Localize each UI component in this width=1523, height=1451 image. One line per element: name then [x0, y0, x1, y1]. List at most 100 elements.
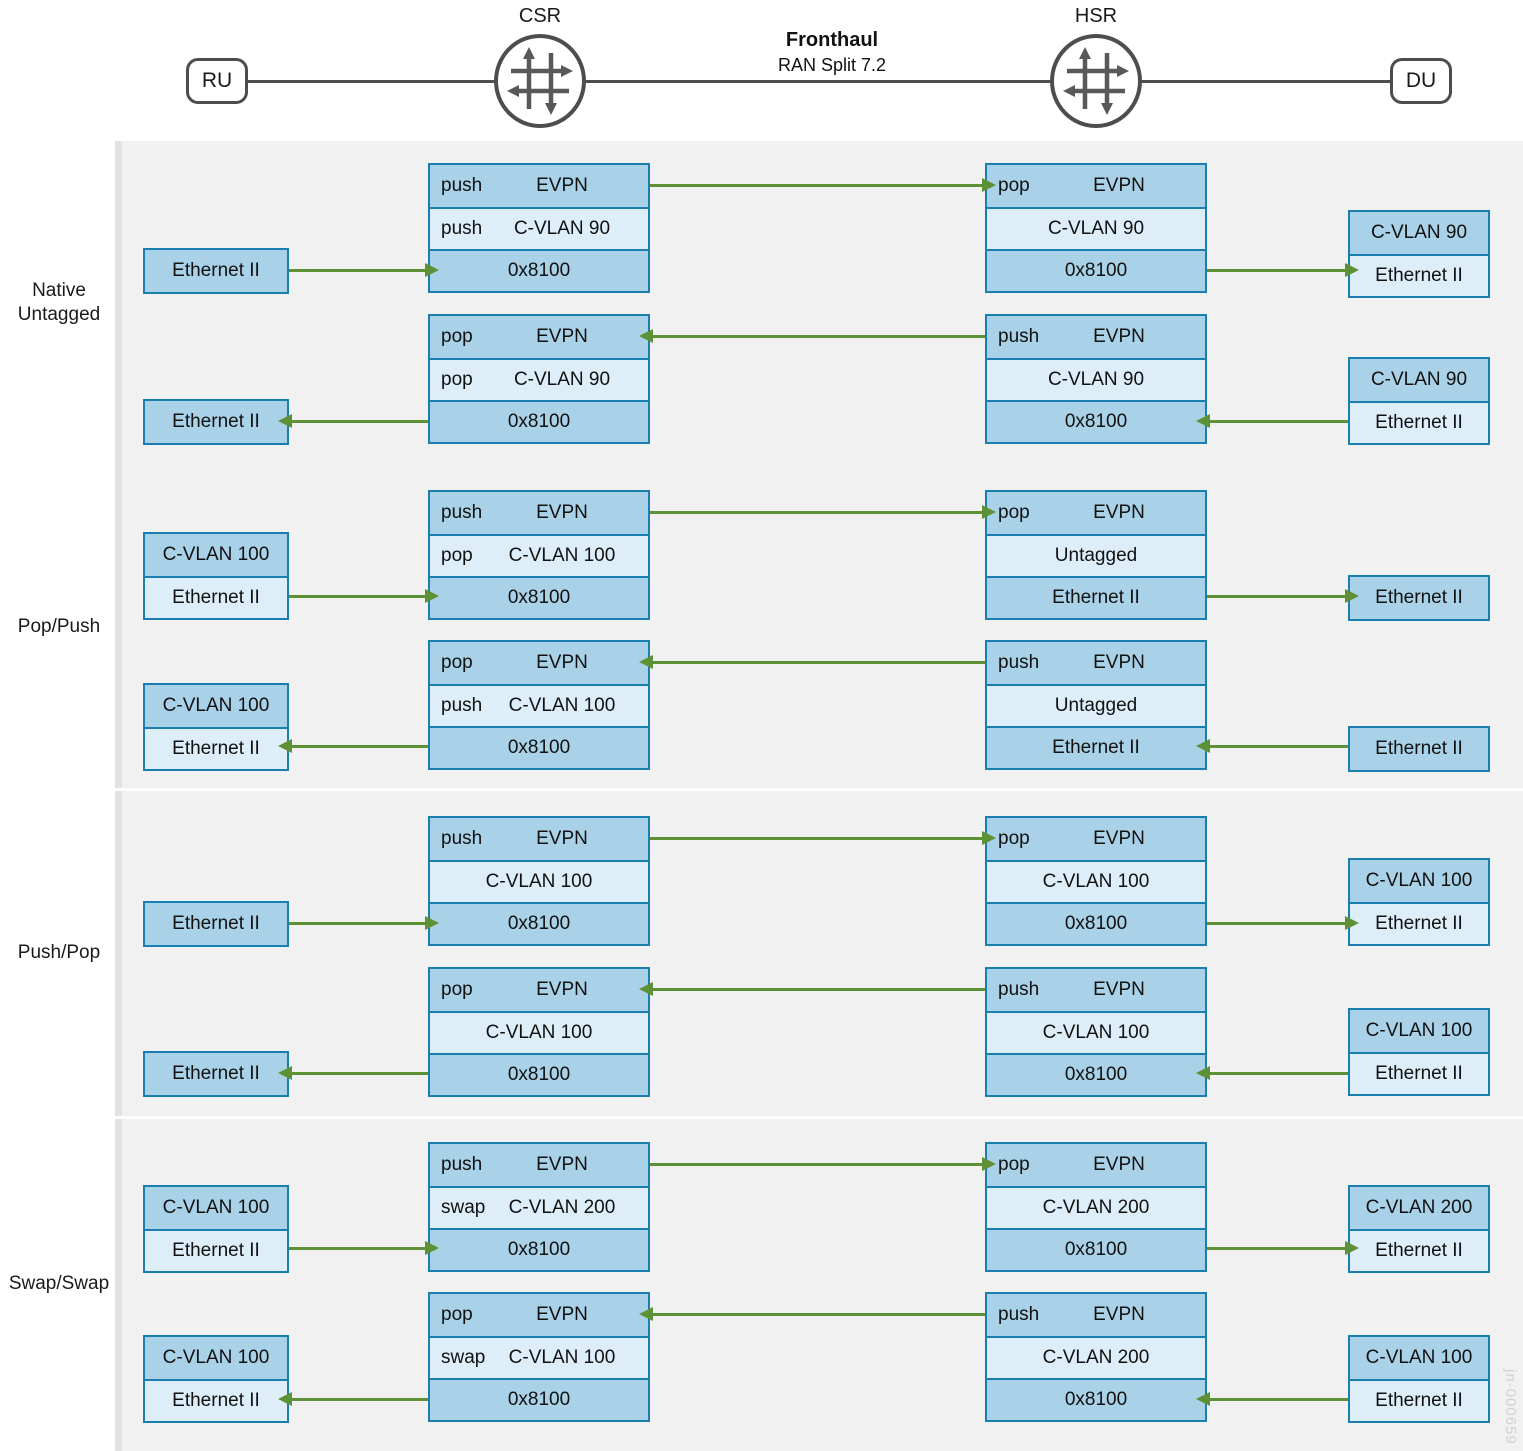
- section-label-line: Push/Pop: [17, 941, 101, 963]
- packet-value-label: Ethernet II: [1375, 265, 1463, 286]
- packet-value-label: Ethernet II: [172, 738, 260, 759]
- packet-row: Ethernet II: [145, 576, 287, 618]
- packet-row: C-VLAN 100: [145, 1337, 287, 1379]
- packet-row: 0x8100: [430, 1378, 648, 1420]
- flow-arrow-csr-to-hsr: [650, 505, 996, 519]
- packet-row: C-VLAN 100: [1350, 860, 1488, 902]
- packet-box-du-0-0: C-VLAN 90 Ethernet II: [1348, 210, 1490, 298]
- packet-row: Ethernet II: [145, 401, 287, 443]
- packet-value-label: Ethernet II: [1375, 913, 1463, 934]
- packet-row: 0x8100: [987, 1053, 1205, 1095]
- fronthaul-caption: Fronthaul RAN Split 7.2: [672, 28, 992, 77]
- packet-row: 0x8100: [987, 249, 1205, 291]
- node-du[interactable]: DU: [1390, 58, 1452, 104]
- packet-value-label: C-VLAN 90: [1047, 218, 1145, 239]
- packet-value-label: Ethernet II: [172, 1063, 260, 1084]
- packet-value-label: C-VLAN 100: [1042, 871, 1150, 892]
- flow-arrow-hsr-to-du: [1207, 916, 1359, 930]
- packet-value-label: EVPN: [1093, 1304, 1145, 1325]
- packet-value-label: Ethernet II: [172, 587, 260, 608]
- packet-row: Ethernet II: [145, 250, 287, 292]
- packet-value-label: Ethernet II: [1375, 738, 1463, 759]
- packet-row: C-VLAN 100: [430, 1011, 648, 1053]
- packet-value-label: Untagged: [1054, 545, 1138, 566]
- packet-value-label: EVPN: [1093, 326, 1145, 347]
- packet-value-label: Untagged: [1054, 695, 1138, 716]
- packet-value-label: 0x8100: [507, 1064, 571, 1085]
- section-label-line: Pop/Push: [17, 616, 101, 637]
- packet-value-label: EVPN: [536, 979, 588, 1000]
- packet-row: Ethernet II: [145, 903, 287, 945]
- packet-value-label: 0x8100: [1064, 1239, 1128, 1260]
- packet-value-label: EVPN: [536, 502, 588, 523]
- link-csr-hsr: [586, 80, 1056, 83]
- packet-op-label: pop: [998, 175, 1030, 196]
- flow-arrow-csr-to-ru: [278, 739, 428, 753]
- packet-value-label: C-VLAN 100: [1365, 1020, 1473, 1041]
- flow-arrow-du-to-hsr: [1196, 1392, 1348, 1406]
- packet-value-label: Ethernet II: [1375, 1390, 1463, 1411]
- packet-op-label: pop: [441, 1304, 473, 1325]
- packet-op-label: pop: [441, 326, 473, 347]
- packet-row: C-VLAN 200: [1350, 1187, 1488, 1229]
- packet-row: C-VLAN 100: [1350, 1337, 1488, 1379]
- section-panel: [115, 141, 1523, 468]
- packet-value-label: C-VLAN 90: [513, 369, 611, 390]
- packet-value-label: Ethernet II: [172, 1240, 260, 1261]
- flow-arrow-ru-to-csr: [289, 263, 439, 277]
- packet-value-label: Ethernet II: [1375, 1240, 1463, 1261]
- section-label: Pop/Push: [0, 615, 118, 640]
- packet-row: C-VLAN 90: [987, 358, 1205, 400]
- packet-row: C-VLAN 200: [987, 1336, 1205, 1378]
- topology-strip: RU CSR HSR: [0, 0, 1523, 140]
- packet-row: Untagged: [987, 684, 1205, 726]
- packet-op-label: push: [441, 695, 483, 716]
- packet-op-label: pop: [998, 1154, 1030, 1175]
- packet-row: pop EVPN: [430, 1294, 648, 1336]
- packet-value-label: Ethernet II: [1375, 412, 1463, 433]
- packet-row: Ethernet II: [1350, 254, 1488, 296]
- node-ru[interactable]: RU: [186, 58, 248, 104]
- packet-op-label: pop: [441, 545, 473, 566]
- fronthaul-subtitle: RAN Split 7.2: [777, 54, 887, 75]
- packet-box-du-1-0: Ethernet II: [1348, 575, 1490, 621]
- packet-value-label: C-VLAN 100: [1042, 1022, 1150, 1043]
- node-ru-label: RU: [201, 69, 233, 92]
- packet-row: 0x8100: [430, 726, 648, 768]
- section-label-line: Untagged: [17, 304, 101, 326]
- packet-op-label: push: [998, 1304, 1040, 1325]
- packet-value-label: EVPN: [536, 1304, 588, 1325]
- router-icon: [1050, 34, 1142, 128]
- node-hsr[interactable]: HSR: [1049, 5, 1143, 129]
- packet-row: Ethernet II: [145, 1053, 287, 1095]
- packet-row: Ethernet II: [987, 726, 1205, 768]
- packet-row: C-VLAN 100: [430, 860, 648, 902]
- packet-row: C-VLAN 100: [1350, 1010, 1488, 1052]
- flow-arrow-du-to-hsr: [1196, 414, 1348, 428]
- packet-value-label: C-VLAN 90: [1370, 222, 1468, 243]
- packet-op-label: push: [441, 502, 483, 523]
- section-label-line: Native: [32, 279, 86, 301]
- packet-row: Ethernet II: [1350, 1052, 1488, 1094]
- packet-row: Untagged: [987, 534, 1205, 576]
- node-csr[interactable]: CSR: [493, 5, 587, 129]
- section-label: Swap/Swap: [0, 1272, 118, 1297]
